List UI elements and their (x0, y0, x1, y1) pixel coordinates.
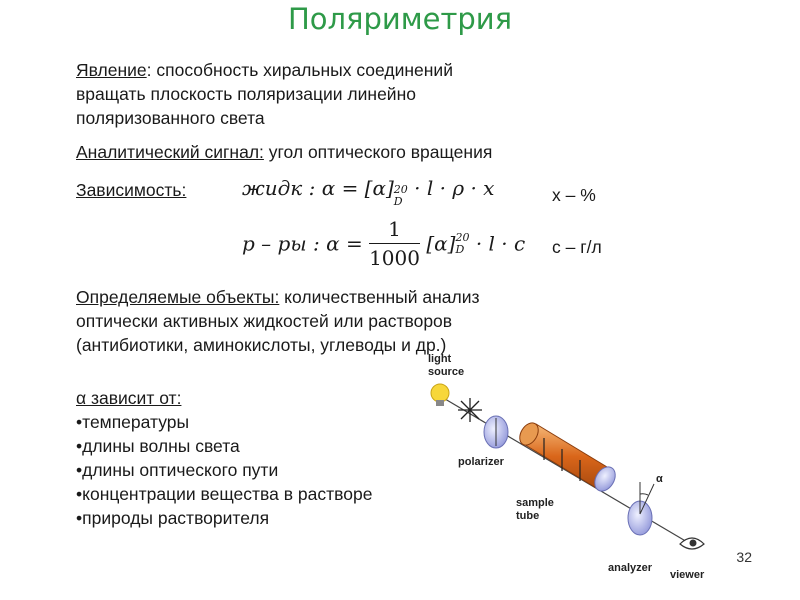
alpha-angle-label: α (656, 473, 663, 485)
alpha-depends-label: α зависит от: (76, 388, 182, 408)
sample-tube-label-1: sample (516, 497, 554, 509)
phenomenon-text-1: : способность хиральных соединений (146, 60, 453, 80)
slide-title: Поляриметрия (287, 2, 513, 36)
phenomenon-label: Явление (76, 60, 147, 80)
light-source-label-2: source (428, 366, 464, 378)
polarizer-disc (483, 415, 509, 449)
alpha-item-4: •концентрации вещества в растворе (76, 484, 373, 504)
polarimeter-diagram: polarizer sample tube α analyzer viewer … (428, 353, 705, 581)
polarizer-label: polarizer (458, 456, 505, 468)
formula-solution-prefix: р – ры : (242, 231, 320, 256)
light-source-label-1: light (428, 353, 452, 365)
formula-solution-unit: c – г/л (552, 237, 602, 257)
alpha-item-2: •длины волны света (76, 436, 240, 456)
formula-solution-tail: · l · c (475, 231, 526, 256)
objects-line-2: оптически активных жидкостей или раствор… (76, 311, 453, 331)
analyzer-disc (627, 482, 655, 536)
dependence-label: Зависимость: (76, 180, 187, 200)
formula-solution-sup: 20 (455, 230, 470, 244)
objects-line-1: Определяемые объекты: количественный ана… (76, 285, 480, 309)
alpha-item-1: •температуры (76, 412, 190, 432)
analyzer-label: analyzer (608, 562, 653, 574)
formula-solution-sub: D (455, 242, 465, 256)
alpha-item-5: •природы растворителя (76, 508, 270, 528)
formula-liquid-sub: D (393, 195, 403, 208)
page-number: 32 (736, 549, 752, 565)
formula-solution-bracket: [α] (426, 231, 456, 256)
objects-line-3: (антибиотики, аминокислоты, углеводы и д… (76, 335, 447, 355)
fraction-numerator: 1 (369, 217, 420, 244)
signal-text: угол оптического вращения (263, 142, 493, 162)
objects-label: Определяемые объекты: (76, 287, 280, 307)
unpolarized-rays-icon (458, 398, 482, 422)
phenomenon-line-3: поляризованного света (76, 108, 265, 128)
formula-liquid-sup: 20 (393, 183, 408, 196)
objects-text-1: количественный анализ (279, 287, 480, 307)
signal-line: Аналитический сигнал: угол оптического в… (76, 140, 492, 164)
fraction-denominator: 1000 (369, 246, 420, 270)
eye-icon (679, 537, 705, 550)
signal-label: Аналитический сигнал: (76, 142, 264, 162)
formula-liquid-prefix: жидк : (242, 176, 316, 200)
sample-tube (519, 422, 616, 492)
alpha-item-3: •длины оптического пути (76, 460, 279, 480)
formula-liquid-unit: x – % (552, 185, 596, 205)
formula-liquid-tail: · l · ρ · x (414, 176, 495, 200)
viewer-label: viewer (670, 569, 705, 581)
phenomenon-line-2: вращать плоскость поляризации линейно (76, 84, 416, 104)
sample-tube-label-2: tube (516, 510, 539, 522)
phenomenon-line-1: Явление: способность хиральных соединени… (76, 58, 453, 82)
formula-liquid-body: α = [α] (321, 176, 394, 200)
formula-solution-body: α = (326, 231, 363, 256)
slide-background (66, 0, 712, 548)
light-bulb-icon (430, 383, 450, 406)
